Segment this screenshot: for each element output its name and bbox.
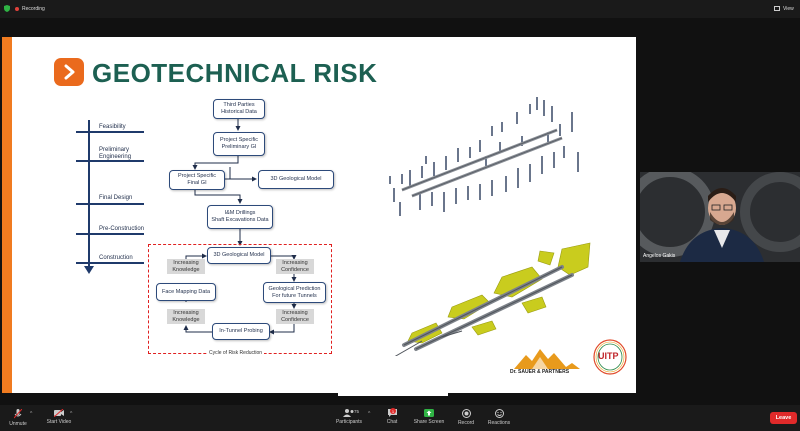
borehole-model-image bbox=[389, 97, 579, 216]
label-increasing-knowledge-bottom: Increasing Knowledge bbox=[167, 309, 205, 324]
participant-name: Angelos Gakis bbox=[643, 253, 676, 259]
timeline-arrow-icon bbox=[84, 266, 94, 274]
stage-preliminary-engineering: Preliminary Engineering bbox=[99, 147, 132, 160]
stage-pre-construction: Pre-Construction bbox=[99, 226, 145, 232]
slide-accent-bar bbox=[2, 37, 12, 393]
view-button[interactable]: View bbox=[783, 6, 794, 12]
stage-tick bbox=[76, 233, 144, 235]
record-label: Record bbox=[457, 420, 475, 426]
label-increasing-knowledge-top: Increasing Knowledge bbox=[167, 259, 205, 274]
box-project-final-gi: Project Specific Final GI bbox=[169, 170, 225, 190]
reactions-label: Reactions bbox=[487, 420, 511, 426]
reactions-emoji-icon bbox=[494, 409, 504, 418]
record-icon bbox=[461, 409, 471, 418]
stage-tick bbox=[76, 203, 144, 205]
chevron-right-icon bbox=[54, 58, 84, 86]
stage-tick bbox=[76, 131, 144, 133]
stage-tick bbox=[76, 262, 144, 264]
participants-options-chevron-icon[interactable]: ^ bbox=[368, 411, 371, 417]
box-cycle-3d-model: 3D Geological Model bbox=[207, 247, 271, 264]
participants-icon bbox=[343, 409, 354, 417]
flow-arrows bbox=[183, 119, 297, 335]
chat-button[interactable]: 1 Chat bbox=[384, 408, 400, 425]
leave-button[interactable]: Leave bbox=[770, 412, 797, 424]
shared-slide: GEOTECHNICAL RISK Feasibility Preliminar… bbox=[2, 37, 636, 393]
box-third-parties: Third Parties Historical Data bbox=[213, 99, 265, 119]
stage-feasibility: Feasibility bbox=[99, 124, 126, 130]
uitp-logo bbox=[593, 339, 627, 375]
participants-label: Participants bbox=[335, 419, 363, 425]
stage-timeline bbox=[88, 120, 90, 268]
stage-final-design: Final Design bbox=[99, 195, 133, 201]
start-video-button[interactable]: Start Video bbox=[44, 409, 74, 425]
sauer-partners-logo bbox=[514, 349, 580, 369]
participant-video-frame bbox=[640, 172, 800, 262]
recording-dot-icon bbox=[15, 7, 19, 11]
unmute-label: Unmute bbox=[9, 421, 27, 427]
reactions-button[interactable]: Reactions bbox=[486, 409, 512, 426]
sauer-partners-logo-text: Dr. SAUER & PARTNERS bbox=[510, 369, 570, 375]
stage-construction: Construction bbox=[99, 255, 133, 261]
share-screen-label: Share Screen bbox=[413, 419, 445, 425]
participants-count: 75 bbox=[354, 409, 360, 414]
stage-tick bbox=[76, 160, 144, 162]
video-camera-off-icon bbox=[54, 409, 64, 417]
audio-options-chevron-icon[interactable]: ^ bbox=[30, 411, 33, 417]
tunnel-geology-model-image bbox=[393, 242, 591, 357]
slide-overlay-blank bbox=[338, 356, 448, 396]
top-bar: Recording View bbox=[0, 0, 800, 18]
share-screen-icon bbox=[424, 409, 434, 417]
box-im-drillings: I&M Drillings Shaft Excavations Data bbox=[207, 205, 273, 229]
box-in-tunnel-probing: In-Tunnel Probing bbox=[212, 323, 270, 340]
chat-unread-badge: 1 bbox=[390, 408, 396, 414]
record-button[interactable]: Record bbox=[456, 409, 476, 426]
box-project-preliminary-gi: Project Specific Preliminary GI bbox=[213, 132, 265, 156]
label-increasing-confidence-bottom: Increasing Confidence bbox=[276, 309, 314, 324]
box-geological-prediction: Geological Prediction For future Tunnels bbox=[263, 282, 326, 303]
participants-button[interactable]: 75 Participants bbox=[332, 409, 366, 425]
uitp-logo-text: UITP bbox=[598, 351, 619, 361]
unmute-button[interactable]: Unmute bbox=[8, 409, 28, 427]
participant-video[interactable]: Angelos Gakis bbox=[640, 172, 800, 262]
box-face-mapping-data: Face Mapping Data bbox=[156, 283, 216, 301]
cycle-label: Cycle of Risk Reduction bbox=[207, 350, 265, 356]
share-screen-button[interactable]: Share Screen bbox=[412, 409, 446, 425]
recording-label: Recording bbox=[22, 6, 45, 12]
meeting-toolbar: Unmute ^ Start Video ^ 75 Participants ^… bbox=[0, 405, 800, 431]
slide-title: GEOTECHNICAL RISK bbox=[92, 58, 378, 88]
label-increasing-confidence-top: Increasing Confidence bbox=[276, 259, 314, 274]
shield-icon bbox=[4, 5, 10, 12]
start-video-label: Start Video bbox=[46, 419, 72, 425]
chat-label: Chat bbox=[386, 419, 398, 425]
box-3d-geological-model: 3D Geological Model bbox=[258, 170, 334, 189]
view-icon[interactable] bbox=[774, 6, 780, 11]
microphone-muted-icon bbox=[14, 409, 22, 419]
video-options-chevron-icon[interactable]: ^ bbox=[70, 411, 73, 417]
